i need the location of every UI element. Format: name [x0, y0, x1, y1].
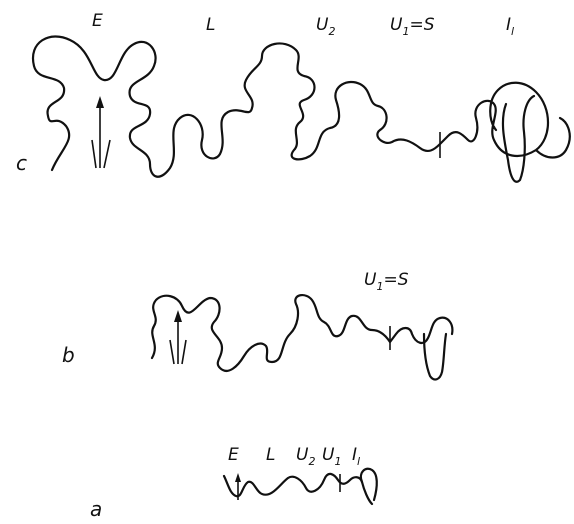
- arrow-c: [91, 96, 111, 169]
- label-b-U1S: U1=S: [364, 270, 409, 293]
- suture-lobe-c-I1: [501, 94, 536, 183]
- label-a-E: E: [228, 445, 239, 465]
- label-a-L: L: [266, 445, 275, 465]
- suture-line-b: [150, 294, 454, 372]
- label-a-U2: U2: [296, 445, 315, 468]
- label-c-U2: U2: [316, 15, 335, 38]
- row-b: U1=S b: [62, 270, 454, 381]
- label-a-I1: Il: [352, 445, 360, 468]
- row-label-b: b: [62, 343, 75, 367]
- label-a-U1: U1: [322, 445, 341, 468]
- row-label-c: c: [16, 151, 27, 175]
- label-c-E: E: [92, 11, 103, 31]
- row-a: E L U2 U1 Il a: [90, 445, 378, 521]
- arrow-b: [169, 310, 187, 365]
- suture-lobe-b-I1: [422, 332, 448, 381]
- row-label-a: a: [90, 497, 102, 521]
- row-c: E L U2 U1=S Il c: [16, 11, 571, 183]
- label-c-U1S: U1=S: [390, 15, 435, 38]
- label-c-L: L: [206, 15, 215, 35]
- label-c-I1: Il: [506, 15, 514, 38]
- arrow-a: [235, 473, 241, 500]
- suture-line-c: [31, 35, 571, 178]
- suture-lobe-a-I1: [359, 467, 378, 502]
- suture-line-a: [222, 472, 374, 506]
